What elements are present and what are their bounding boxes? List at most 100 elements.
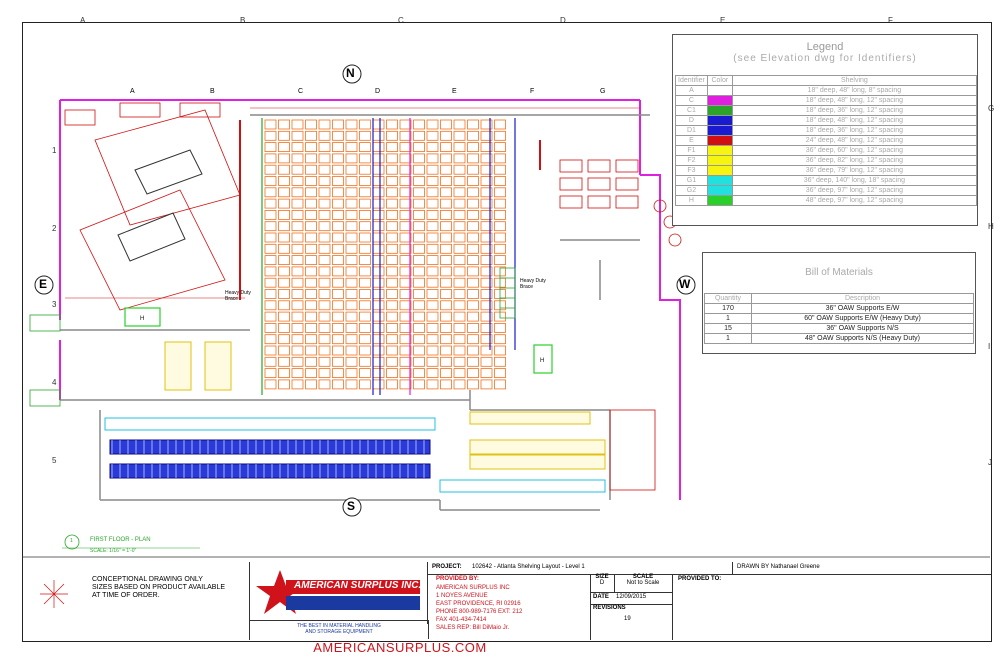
logo-wordmark: AMERICAN SURPLUS INC. bbox=[294, 580, 422, 591]
legend-row: G1 36" deep, 140" long, 18" spacing bbox=[675, 175, 978, 186]
legend-row: C 18" deep, 48" long, 12" spacing bbox=[675, 95, 978, 106]
bom-description: 36" OAW Supports N/S bbox=[751, 323, 974, 334]
date-cell: DATE 12/09/2015 bbox=[590, 592, 673, 605]
bom-header-quantity: Quantity bbox=[704, 293, 752, 304]
legend-color-swatch bbox=[706, 185, 733, 196]
plan-col-g: G bbox=[600, 88, 606, 95]
plan-col-d: D bbox=[375, 88, 381, 95]
legend-subtitle: (see Elevation dwg for Identifiers) bbox=[733, 53, 917, 64]
legend-shelving-desc: 18" deep, 48" long, 8" spacing bbox=[731, 85, 978, 96]
legend-header-color: Color bbox=[706, 75, 733, 86]
legend-color-swatch bbox=[706, 85, 733, 96]
compass-east-label: E bbox=[39, 277, 48, 291]
legend-shelving-desc: 36" deep, 79" long, 12" spacing bbox=[731, 165, 978, 176]
svg-text:H: H bbox=[140, 316, 144, 322]
scale-label: SCALE bbox=[632, 574, 654, 580]
provided-by-line-3: EAST PROVIDENCE, RI 02916 bbox=[436, 601, 521, 607]
legend-identifier: D bbox=[675, 115, 708, 126]
legend-color-swatch bbox=[706, 125, 733, 136]
legend-shelving-desc: 36" deep, 60" long, 12" spacing bbox=[731, 145, 978, 156]
tagline-cell: THE BEST IN MATERIAL HANDLING AND STORAG… bbox=[250, 620, 429, 639]
legend-identifier: H bbox=[675, 195, 708, 206]
bom-header-description: Description bbox=[751, 293, 974, 304]
drawing-border bbox=[22, 22, 992, 642]
grid-row-h: H bbox=[988, 222, 994, 231]
grid-row-4: 4 bbox=[52, 378, 57, 387]
heavy-duty-brace-note-2: Heavy Duty Brace bbox=[520, 278, 546, 290]
revisions-value: 19 bbox=[624, 616, 631, 622]
bom-title: Bill of Materials bbox=[805, 267, 873, 278]
legend-header-shelving: Shelving bbox=[731, 75, 978, 86]
compass-north-label: N bbox=[346, 66, 355, 80]
plan-scale: SCALE: 1/16" = 1'-0" bbox=[90, 548, 137, 554]
vehicle-zone bbox=[64, 102, 241, 311]
provided-to-label: PROVIDED TO: bbox=[678, 576, 722, 582]
compass-west-label: W bbox=[679, 277, 691, 291]
interior-walls bbox=[60, 114, 650, 511]
bom-quantity: 1 bbox=[704, 313, 752, 324]
plan-col-e: E bbox=[452, 88, 457, 95]
legend-color-swatch bbox=[706, 175, 733, 186]
grid-row-2: 2 bbox=[52, 224, 57, 233]
compass-south-label: S bbox=[347, 499, 356, 513]
legend-identifier: G1 bbox=[675, 175, 708, 186]
plan-col-c: C bbox=[298, 88, 304, 95]
legend-identifier: C bbox=[675, 95, 708, 106]
provided-by-line-1: AMERICAN SURPLUS INC bbox=[436, 585, 510, 591]
legend-color-swatch bbox=[706, 155, 733, 166]
date-label: DATE bbox=[593, 594, 609, 600]
disclaimer-line-2: SIZES BASED ON PRODUCT AVAILABLE bbox=[92, 584, 226, 591]
provided-by-cell: PROVIDED BY: AMERICAN SURPLUS INC 1 NOYE… bbox=[428, 574, 591, 640]
bom-quantity: 15 bbox=[704, 323, 752, 334]
legend-color-swatch bbox=[706, 165, 733, 176]
size-cell: SIZE D bbox=[590, 574, 615, 593]
legend-identifier: G2 bbox=[675, 185, 708, 196]
legend-shelving-desc: 18" deep, 48" long, 12" spacing bbox=[731, 95, 978, 106]
legend-shelving-desc: 36" deep, 97" long, 12" spacing bbox=[731, 185, 978, 196]
grid-row-i: I bbox=[988, 342, 991, 351]
revisions-label: REVISIONS bbox=[593, 605, 626, 611]
legend-row: F1 36" deep, 60" long, 12" spacing bbox=[675, 145, 978, 156]
legend-color-swatch bbox=[706, 135, 733, 146]
disclaimer-line-3: AT TIME OF ORDER. bbox=[92, 592, 160, 599]
plan-col-a: A bbox=[130, 88, 135, 95]
grid-row-3: 3 bbox=[52, 300, 57, 309]
legend-identifier: E bbox=[675, 135, 708, 146]
scale-value: Not to Scale bbox=[626, 580, 660, 586]
grid-row-j: J bbox=[988, 458, 992, 467]
legend-row: D 18" deep, 48" long, 12" spacing bbox=[675, 115, 978, 126]
grid-col-f: F bbox=[888, 16, 893, 25]
legend-shelving-desc: 24" deep, 48" long, 12" spacing bbox=[731, 135, 978, 146]
drawn-by: DRAWN BY Nathanael Greene bbox=[737, 564, 820, 570]
legend-title: Legend bbox=[806, 41, 844, 53]
legend-identifier: C1 bbox=[675, 105, 708, 116]
legend-color-swatch bbox=[706, 145, 733, 156]
legend-identifier: F3 bbox=[675, 165, 708, 176]
legend-shelving-desc: 36" deep, 140" long, 18" spacing bbox=[731, 175, 978, 186]
legend-color-swatch bbox=[706, 95, 733, 106]
legend-shelving-desc: 18" deep, 48" long, 12" spacing bbox=[731, 115, 978, 126]
grid-col-d: D bbox=[560, 16, 566, 25]
footer-url: AMERICANSURPLUS.COM bbox=[313, 640, 487, 655]
blue-rack-rows bbox=[109, 439, 431, 479]
tagline-1: THE BEST IN MATERIAL HANDLING bbox=[297, 623, 381, 629]
grid-col-a: A bbox=[80, 16, 86, 25]
legend-identifier: F2 bbox=[675, 155, 708, 166]
bill-of-materials: Bill of Materials Quantity Description 1… bbox=[702, 252, 976, 354]
grid-col-e: E bbox=[720, 16, 726, 25]
plan-col-b: B bbox=[210, 88, 215, 95]
date-value: 12/09/2015 bbox=[616, 594, 647, 600]
legend-shelving-desc: 18" deep, 36" long, 12" spacing bbox=[731, 125, 978, 136]
grid-col-b: B bbox=[240, 16, 246, 25]
legend-row: E 24" deep, 48" long, 12" spacing bbox=[675, 135, 978, 146]
legend-identifier: F1 bbox=[675, 145, 708, 156]
